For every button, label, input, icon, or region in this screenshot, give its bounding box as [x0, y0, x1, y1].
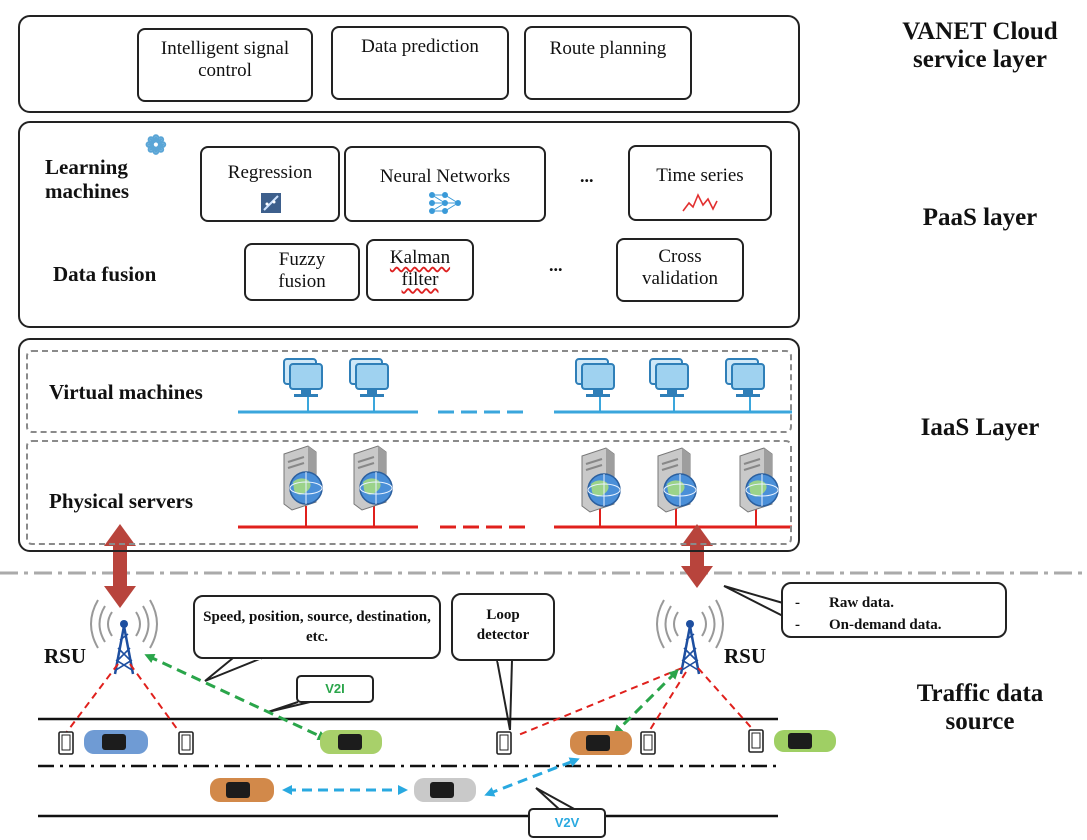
data-fusion-label: Data fusion: [53, 262, 157, 286]
layer-label-traffic: Traffic data source: [916, 680, 1044, 735]
virtual-machines-group: [26, 350, 792, 433]
v2v-label: V2V: [528, 808, 606, 838]
brain-icon: ❁: [145, 131, 167, 160]
vehicle-info-callout: Speed, position, source, destination, et…: [193, 595, 441, 659]
road: [38, 717, 778, 818]
neural-networks-box: Neural Networks: [344, 146, 546, 222]
neural-network-icon: [429, 192, 461, 214]
fuzzy-fusion-box: Fuzzy fusion: [244, 243, 360, 301]
cross-validation-box: Cross validation: [616, 238, 744, 302]
learning-machines-label: Learning machines: [45, 155, 129, 204]
rsu-label-left: RSU: [44, 644, 87, 668]
physical-servers-label: Physical servers: [49, 489, 194, 513]
kalman-filter-box: Kalman filter: [366, 239, 474, 301]
cloud-service-layer: [18, 15, 800, 113]
v2v-arrow: [484, 757, 580, 797]
car-icon: [570, 731, 632, 755]
data-type-item: -On-demand data.: [795, 616, 942, 633]
time-series-box: Time series: [628, 145, 772, 221]
callout-pointer-vehicle: [204, 657, 263, 682]
callout-pointer-loop: [496, 659, 513, 731]
server-network: [238, 506, 792, 529]
rsu-cloud-arrow-left: [104, 524, 136, 608]
roadside-device-icon: [58, 731, 74, 755]
v2i-label: V2I: [296, 675, 374, 703]
roadside-device-icon: [640, 731, 656, 755]
layer-label-paas: PaaS layer: [922, 204, 1038, 231]
callout-pointer-v2i: [267, 701, 311, 713]
physical-servers-group: [26, 440, 792, 545]
data-type-item: -Raw data.: [795, 595, 895, 611]
layer-label-iaas: IaaS Layer: [920, 414, 1040, 441]
car-icon: [774, 730, 836, 752]
service-box: Route planning: [524, 26, 692, 100]
service-box: Data prediction: [331, 26, 509, 100]
vm-network: [238, 394, 792, 414]
service-box: Intelligent signal control: [137, 28, 313, 102]
car-icon: [84, 730, 148, 754]
regression-box: Regression: [200, 146, 340, 222]
car-icon: [320, 730, 382, 754]
loop-detector-callout: Loop detector: [451, 593, 555, 661]
roadside-device-icon: [178, 731, 194, 755]
callout-pointer-data: [723, 585, 784, 617]
rsu-label-right: RSU: [724, 644, 767, 668]
data-types-callout: -Raw data. -On-demand data.: [781, 582, 1007, 638]
rsu-tower-icon: [655, 598, 725, 676]
iaas-layer: [18, 338, 800, 552]
rsu-cloud-arrow-right: [681, 524, 713, 588]
rsu-tower-icon: [89, 598, 159, 676]
layer-label-cloud: VANET Cloud service layer: [902, 18, 1058, 73]
v2i-arrow: [144, 654, 328, 740]
roadside-device-icon: [748, 729, 764, 753]
callout-pointer-v2v: [535, 787, 577, 811]
fusion-ellipsis: ...: [549, 255, 563, 275]
roadside-device-icon: [496, 731, 512, 755]
learning-ellipsis: ...: [580, 166, 594, 186]
car-icon: [414, 778, 476, 802]
car-icon: [210, 778, 274, 802]
regression-icon: [261, 193, 281, 213]
virtual-machines-label: Virtual machines: [49, 380, 203, 404]
v2i-arrow: [613, 669, 679, 735]
paas-layer: [18, 121, 800, 328]
rsu-links: [65, 663, 757, 737]
time-series-icon: [682, 193, 718, 212]
